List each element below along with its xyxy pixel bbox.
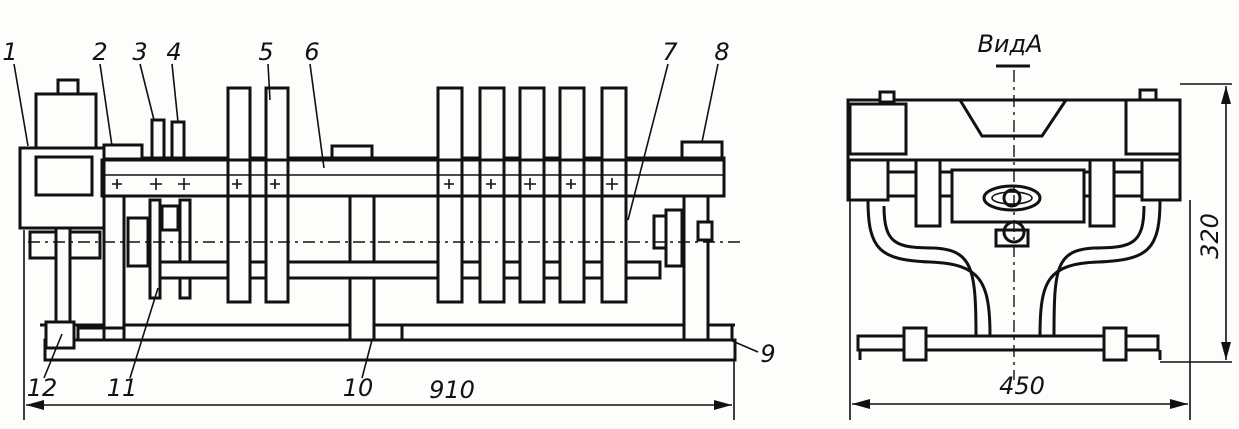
length-dimension: 910 — [23, 230, 735, 420]
main-beam — [100, 156, 726, 198]
leader-lines — [13, 63, 759, 379]
label-8: 8 — [714, 38, 729, 66]
label-9: 9 — [760, 340, 775, 368]
label-10: 10 — [343, 374, 374, 402]
sprocket-3 — [150, 118, 166, 160]
end-view: ВидА — [846, 30, 1232, 420]
label-7: 7 — [662, 38, 678, 66]
end-view-title: ВидА — [977, 30, 1042, 58]
label-4: 4 — [166, 38, 181, 66]
label-12: 12 — [27, 374, 58, 402]
height-dimension: 320 — [1160, 83, 1232, 363]
width-dim-value: 450 — [999, 372, 1045, 400]
label-11: 11 — [107, 374, 138, 402]
base-rail — [43, 338, 737, 362]
motor-block — [18, 78, 106, 342]
label-1: 1 — [2, 38, 17, 66]
sprocket-4 — [170, 120, 186, 160]
bolt-marks — [112, 178, 618, 190]
label-3: 3 — [132, 38, 147, 66]
height-dim-value: 320 — [1196, 213, 1224, 259]
width-dimension: 450 — [849, 160, 1191, 420]
side-view: 1 2 3 4 5 6 7 8 9 10 11 12 910 — [2, 38, 776, 420]
length-dim-value: 910 — [429, 376, 475, 404]
label-2: 2 — [92, 38, 107, 66]
label-6: 6 — [304, 38, 319, 66]
label-5: 5 — [258, 38, 273, 66]
